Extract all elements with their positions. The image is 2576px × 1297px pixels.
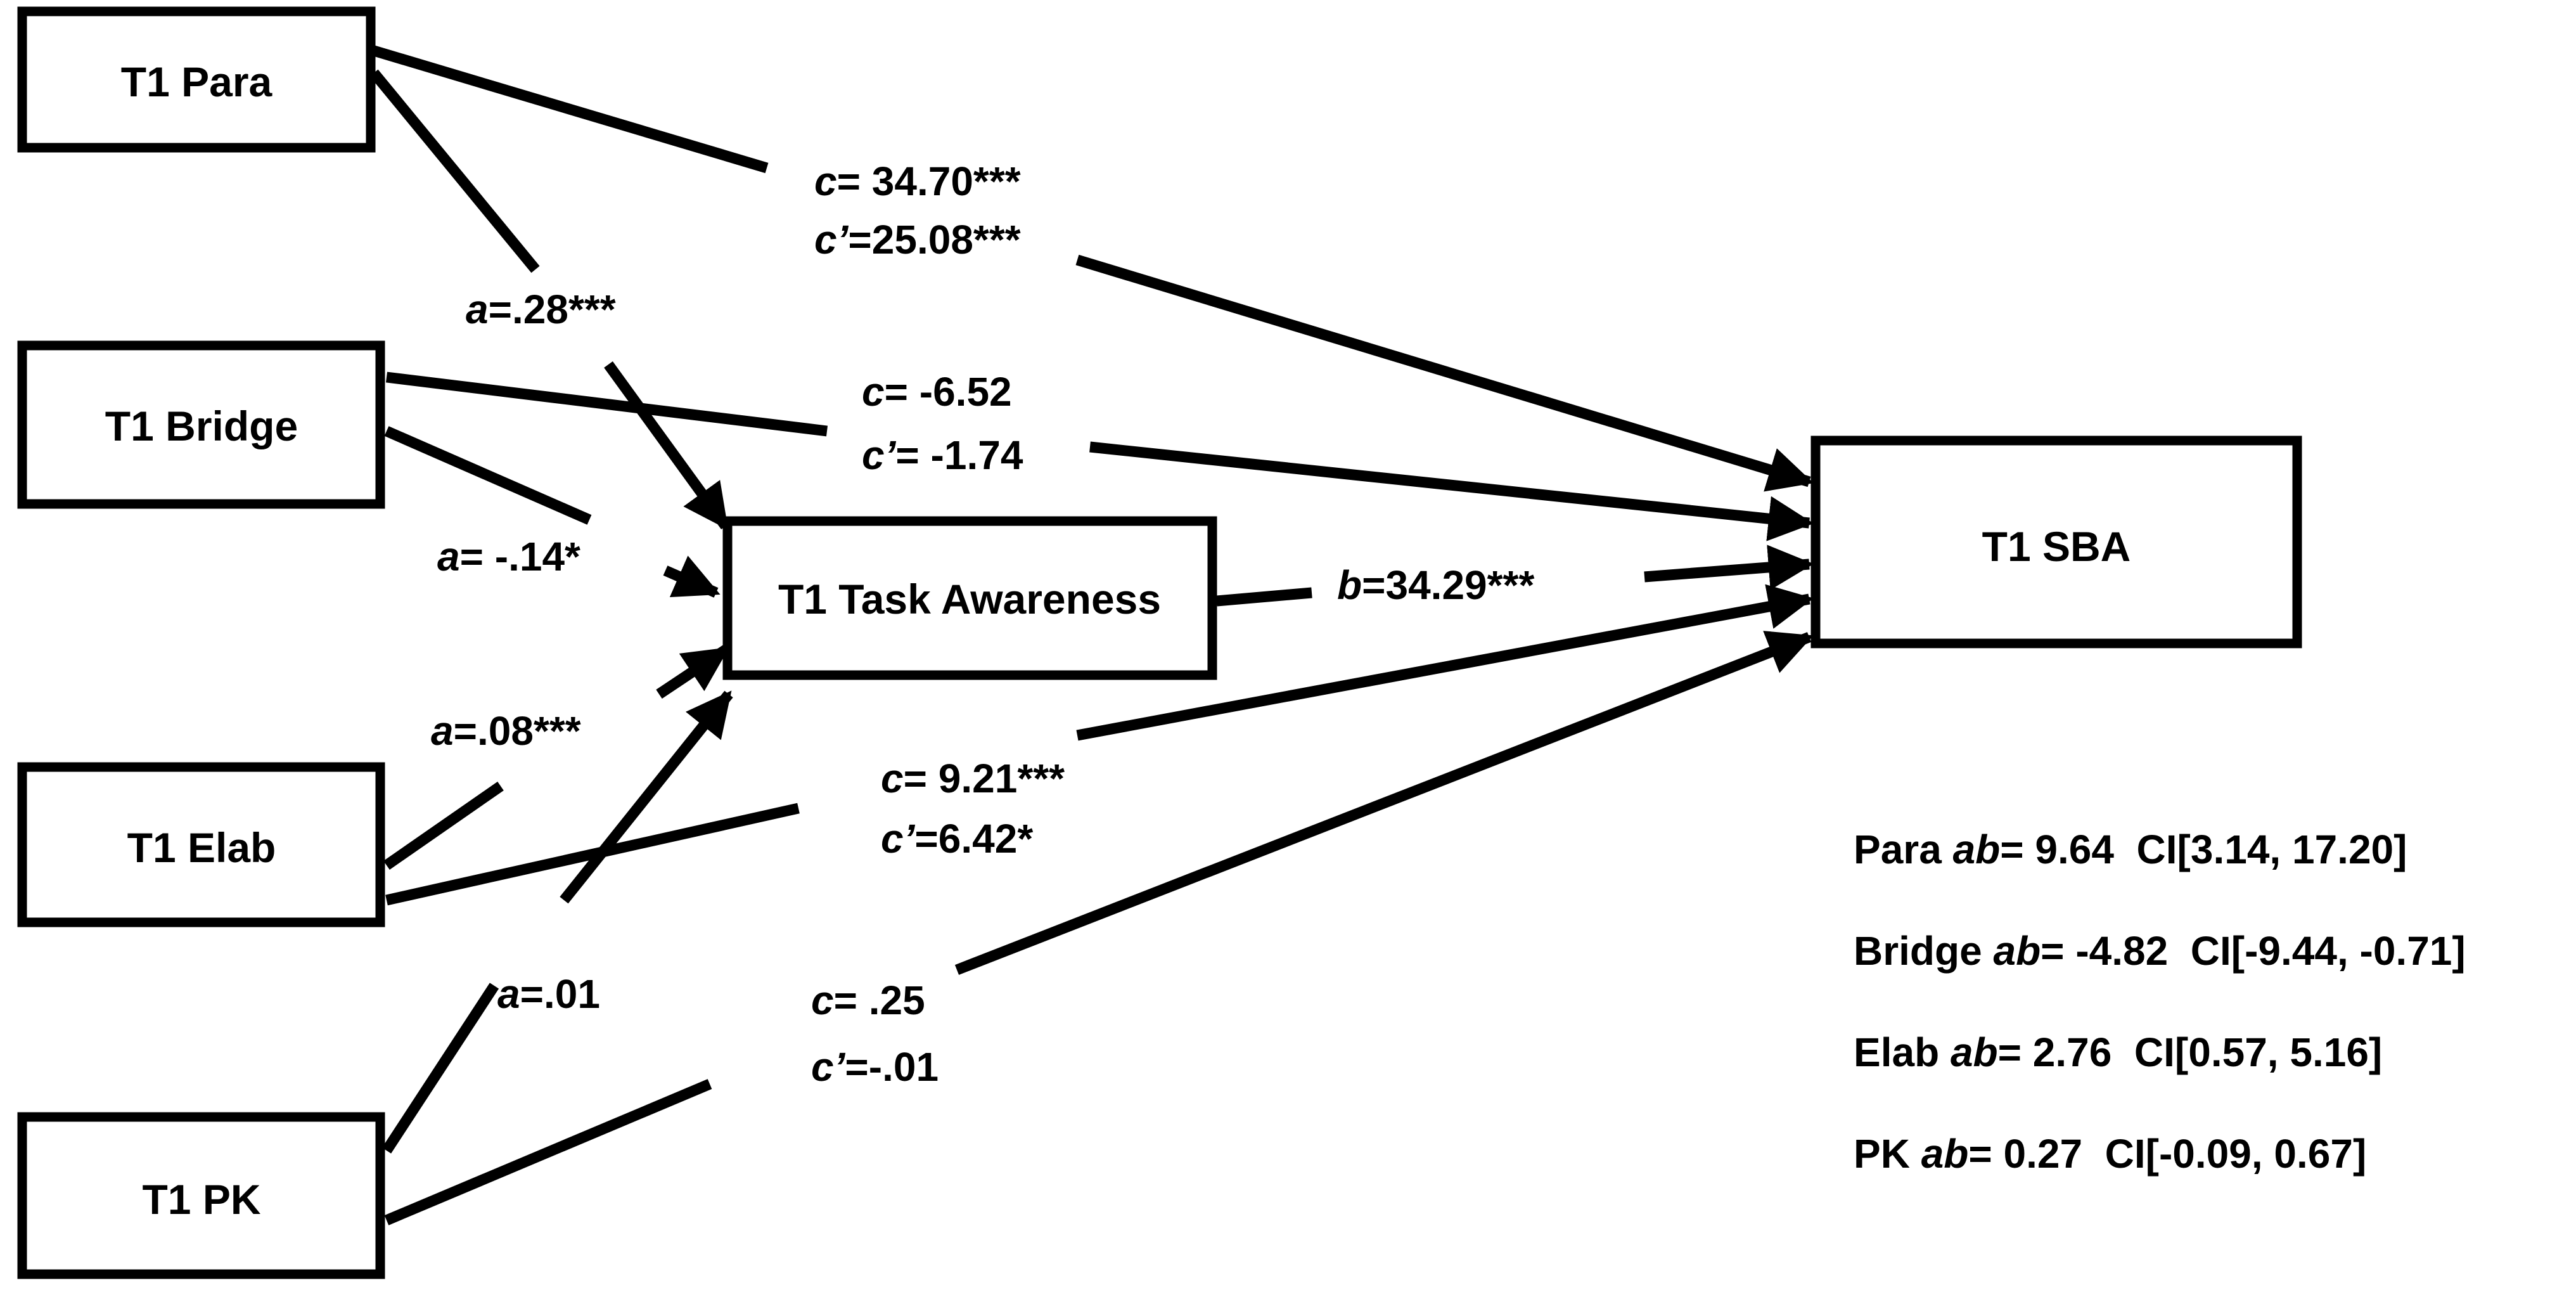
indirect-effect-pk: PK ab= 0.27 CI[-0.09, 0.67] (1854, 1131, 2366, 1177)
node-task-awareness-label: T1 Task Awareness (778, 576, 1161, 623)
node-pk-label: T1 PK (142, 1176, 260, 1223)
bridge-to-sba-path (385, 371, 1814, 541)
para-to-sba-path (372, 45, 1814, 492)
task-awareness-to-sba-path (1216, 545, 1814, 607)
node-para-label: T1 Para (121, 58, 273, 105)
node-bridge: T1 Bridge (17, 340, 385, 509)
bridge-a-label: a= -.14* (437, 534, 580, 579)
elab-to-task-awareness-path (383, 645, 729, 870)
node-elab-label: T1 Elab (127, 824, 276, 871)
pk-to-sba-path (384, 631, 1814, 1225)
node-elab: T1 Elab (17, 762, 385, 927)
b-label: b=34.29*** (1337, 562, 1534, 608)
elab-a-label: a=.08*** (431, 708, 581, 754)
para-to-task-awareness-path (369, 69, 730, 530)
indirect-effect-elab: Elab ab= 2.76 CI[0.57, 5.16] (1854, 1029, 2382, 1075)
elab-c-prime-label: c’=6.42* (881, 816, 1033, 861)
bridge-to-task-awareness-path (384, 426, 721, 598)
pk-c-label: c= .25 (811, 978, 925, 1023)
node-bridge-label: T1 Bridge (105, 403, 298, 449)
indirect-effect-para: Para ab= 9.64 CI[3.14, 17.20] (1854, 827, 2407, 872)
elab-c-label: c= 9.21*** (881, 756, 1065, 801)
para-c-label: c= 34.70*** (814, 158, 1021, 204)
pk-to-task-awareness-path (381, 690, 733, 1154)
para-c-prime-label: c’=25.08*** (814, 217, 1021, 262)
node-pk: T1 PK (17, 1112, 385, 1279)
indirect-effect-bridge: Bridge ab= -4.82 CI[-9.44, -0.71] (1854, 928, 2466, 974)
para-a-label: a=.28*** (466, 287, 616, 332)
node-sba-label: T1 SBA (1982, 523, 2131, 570)
elab-to-sba-path (385, 584, 1814, 906)
node-sba: T1 SBA (1810, 436, 2302, 648)
node-task-awareness: T1 Task Awareness (722, 516, 1217, 680)
indirect-effects-list: Para ab= 9.64 CI[3.14, 17.20] Bridge ab=… (1854, 827, 2466, 1177)
pk-c-prime-label: c’=-.01 (811, 1044, 939, 1090)
node-para: T1 Para (17, 6, 376, 153)
bridge-c-prime-label: c’= -1.74 (862, 432, 1023, 478)
pk-a-label: a=.01 (497, 971, 600, 1017)
bridge-c-label: c= -6.52 (862, 369, 1012, 415)
